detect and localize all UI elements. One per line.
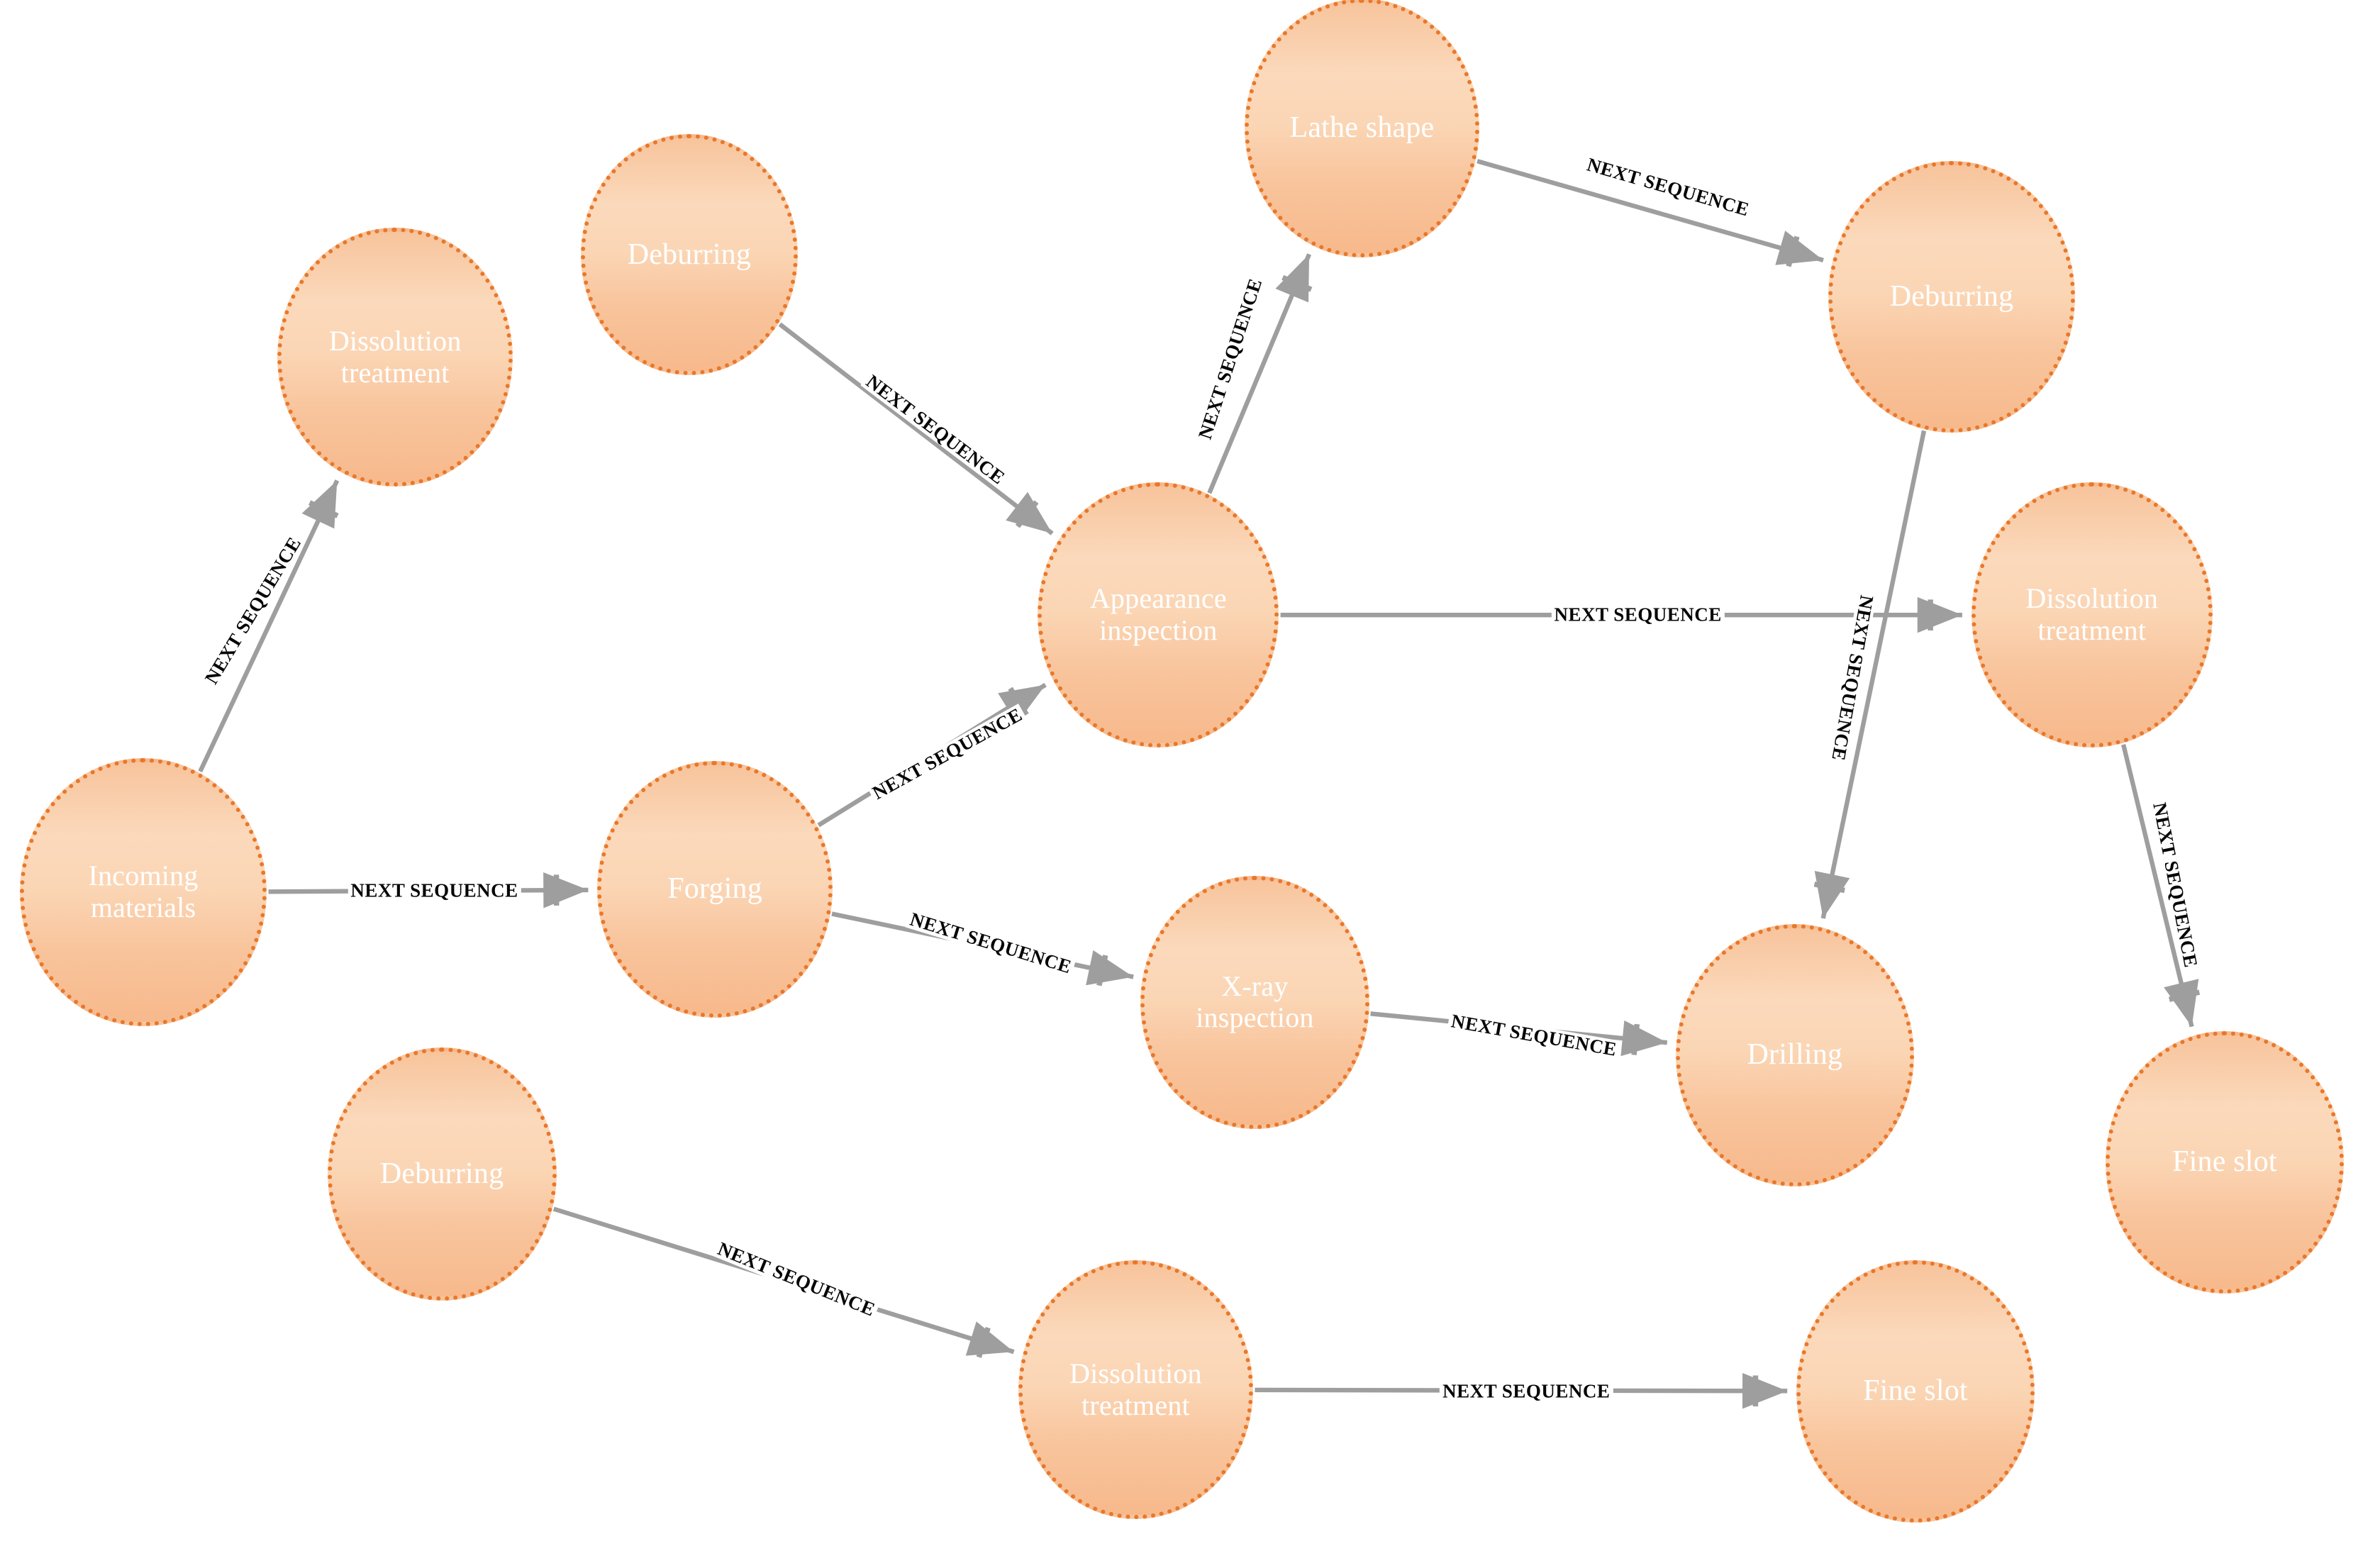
node-label: Dissolution treatment [328, 324, 462, 389]
edge-label: NEXT SEQUENCE [1447, 1010, 1621, 1060]
graph-node[interactable]: Dissolution treatment [277, 227, 513, 487]
node-label: Drilling [1747, 1038, 1843, 1072]
graph-node[interactable]: Fine slot [1796, 1260, 2035, 1523]
node-label: Deburring [1889, 280, 2014, 313]
edge-label: NEXT SEQUENCE [2149, 798, 2202, 972]
edge-label: NEXT SEQUENCE [1440, 1382, 1613, 1401]
edge-label: NEXT SEQUENCE [860, 369, 1011, 490]
graph-node[interactable]: Fine slot [2105, 1030, 2344, 1294]
edge-label: NEXT SEQUENCE [905, 908, 1077, 979]
graph-node[interactable]: Deburring [1828, 161, 2076, 433]
graph-node[interactable]: Appearance inspection [1038, 482, 1279, 748]
graph-node[interactable]: Forging [597, 761, 833, 1018]
edge-label: NEXT SEQUENCE [867, 703, 1028, 804]
node-label: X-ray inspection [1196, 969, 1314, 1034]
node-label: Dissolution treatment [2025, 582, 2159, 647]
graph-node[interactable]: Dissolution treatment [1018, 1260, 1254, 1520]
edge-label: NEXT SEQUENCE [200, 531, 306, 690]
node-label: Appearance inspection [1089, 582, 1227, 647]
graph-edge[interactable] [198, 479, 340, 773]
graph-node[interactable]: X-ray inspection [1140, 875, 1370, 1129]
node-label: Fine slot [1863, 1374, 1968, 1408]
edge-label: NEXT SEQUENCE [1551, 605, 1725, 625]
node-label: Forging [667, 872, 762, 906]
edge-label: NEXT SEQUENCE [1582, 153, 1755, 221]
node-label: Lathe shape [1289, 111, 1435, 145]
graph-node[interactable]: Drilling [1675, 923, 1914, 1186]
node-label: Incoming materials [88, 860, 199, 924]
node-label: Deburring [379, 1157, 504, 1191]
graph-node[interactable]: Lathe shape [1244, 0, 1480, 258]
graph-node[interactable]: Deburring [327, 1047, 557, 1301]
edge-label: NEXT SEQUENCE [347, 881, 521, 901]
node-label: Dissolution treatment [1069, 1357, 1202, 1421]
edge-label: NEXT SEQUENCE [712, 1238, 881, 1321]
graph-node[interactable]: Incoming materials [19, 758, 267, 1027]
edge-label: NEXT SEQUENCE [1828, 591, 1877, 766]
node-label: Fine slot [2172, 1145, 2277, 1179]
graph-edge[interactable] [778, 322, 1054, 535]
graph-node[interactable]: Dissolution treatment [1971, 482, 2213, 748]
node-label: Deburring [627, 238, 752, 271]
graph-edge[interactable] [1813, 430, 1927, 919]
graph-node[interactable]: Deburring [580, 134, 799, 376]
edge-label: NEXT SEQUENCE [1194, 273, 1267, 445]
